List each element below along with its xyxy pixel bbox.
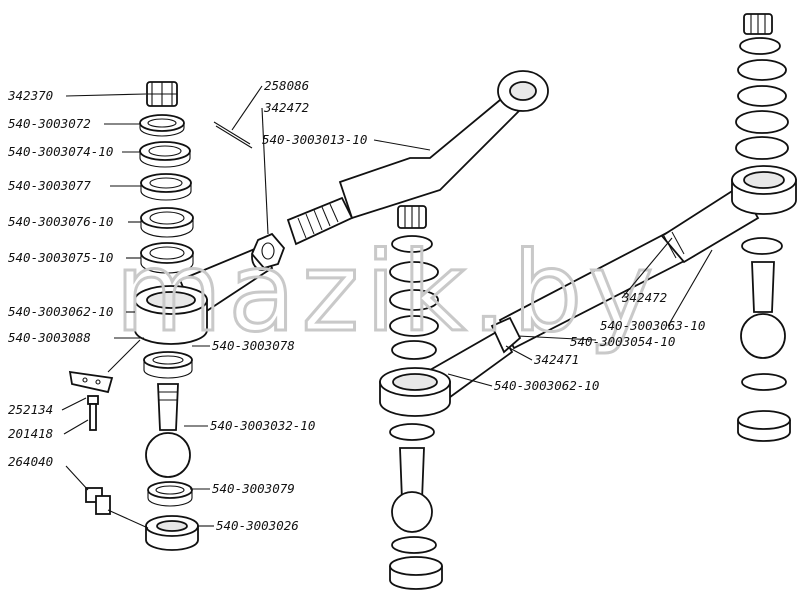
label-540-3003013-10: 540-3003013-10: [262, 132, 367, 147]
label-342472-top: 342472: [263, 100, 309, 115]
ball-pin-left: [145, 383, 191, 478]
castle-nut-right: [743, 13, 773, 35]
label-540-3003062-10-mid: 540-3003062-10: [494, 378, 599, 393]
ring-540-3003079: [147, 481, 193, 507]
washer-540-3003072: [139, 114, 185, 137]
label-540-3003026: 540-3003026: [216, 518, 299, 533]
tie-rod-end-middle: [379, 328, 514, 417]
lock-plate-252134: [68, 370, 114, 394]
label-252134: 252134: [8, 402, 53, 417]
label-540-3003078: 540-3003078: [212, 338, 295, 353]
label-540-3003076-10: 540-3003076-10: [8, 214, 113, 229]
left-parts-stack: [68, 81, 274, 551]
label-342370: 342370: [7, 88, 53, 103]
label-540-3003062-10-left: 540-3003062-10: [8, 304, 113, 319]
label-540-3003054-10: 540-3003054-10: [570, 334, 675, 349]
leader-lines: [61, 85, 713, 529]
bent-tie-rod: [213, 70, 549, 270]
label-540-3003063-10: 540-3003063-10: [600, 318, 705, 333]
castle-nut-middle: [397, 205, 427, 229]
label-540-3003075-10: 540-3003075-10: [8, 250, 113, 265]
part-labels: 342370 540-3003072 540-3003074-10 540-30…: [7, 78, 705, 533]
label-540-3003079: 540-3003079: [212, 481, 295, 496]
label-342471: 342471: [533, 352, 579, 367]
label-540-3003074-10: 540-3003074-10: [8, 144, 113, 159]
seal-540-3003078: [143, 351, 193, 379]
label-201418: 201418: [8, 426, 53, 441]
bolt-201418: [87, 395, 99, 431]
label-540-3003072: 540-3003072: [8, 116, 91, 131]
label-540-3003088: 540-3003088: [8, 330, 91, 345]
ring-540-3003077: [140, 173, 192, 201]
plug-540-3003026: [145, 515, 199, 551]
label-540-3003032-10: 540-3003032-10: [210, 418, 315, 433]
label-540-3003077: 540-3003077: [8, 178, 91, 193]
ring-540-3003074-10: [139, 141, 191, 168]
label-342472-right: 342472: [621, 290, 667, 305]
nut-342472-top: [250, 232, 286, 270]
castle-nut-left: [146, 81, 178, 107]
watermark-text: mazik.by: [115, 228, 659, 356]
middle-parts-stack: [379, 205, 514, 590]
ring-540-3003076-10: [140, 207, 194, 238]
ring-540-3003075-10: [140, 242, 194, 274]
label-258086: 258086: [264, 78, 309, 93]
label-264040: 264040: [8, 454, 53, 469]
grease-fitting-264040: [85, 487, 111, 515]
right-tie-rod-assembly: [490, 13, 797, 442]
